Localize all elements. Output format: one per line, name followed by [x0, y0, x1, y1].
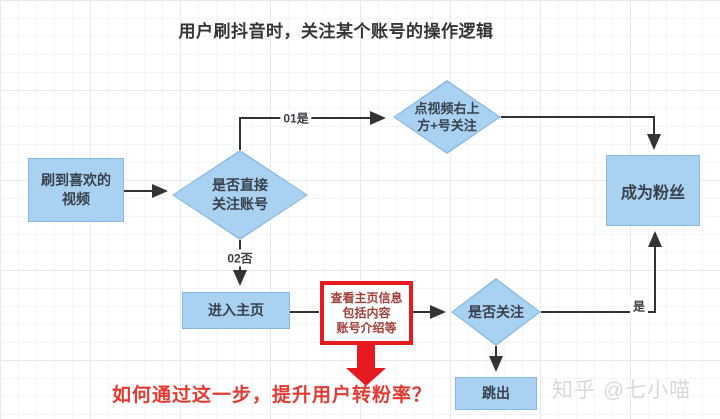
- node-enter-homepage: 进入主页: [182, 292, 290, 329]
- connector-decision1-yes-to-plusfollow: [239, 111, 386, 150]
- decision-direct-follow-line2: 关注账号: [212, 196, 268, 212]
- view-homepage-line2: 包括内容: [342, 305, 391, 320]
- action-plus-follow-line2: 方+号关注: [417, 118, 477, 133]
- view-homepage-line3: 账号介绍等: [336, 320, 397, 335]
- node-exit-label: 跳出: [482, 385, 510, 401]
- watermark-zhihu: 知乎 @七小喵: [552, 379, 692, 402]
- decision-follow-label: 是否关注: [468, 303, 524, 320]
- node-start-video: 刷到喜欢的 视频: [28, 158, 124, 222]
- node-view-homepage-info: 查看主页信息 包括内容 账号介绍等: [320, 281, 413, 345]
- node-action-plus-follow: 点视频右上 方+号关注: [393, 80, 501, 154]
- diagram-title: 用户刷抖音时，关注某个账号的操作逻辑: [178, 22, 494, 41]
- node-start-video-line1: 刷到喜欢的: [41, 172, 111, 188]
- node-exit: 跳出: [455, 377, 537, 410]
- decision-direct-follow-line1: 是否直接: [212, 177, 268, 193]
- view-homepage-line1: 查看主页信息: [330, 290, 403, 305]
- node-become-fan-label: 成为粉丝: [620, 184, 685, 202]
- annotation-question: 如何通过这一步，提升用户转粉率？: [112, 385, 433, 406]
- action-plus-follow-line1: 点视频右上: [414, 101, 480, 116]
- edge-label-yes2: 是: [629, 297, 649, 315]
- connector-decision2-yes-to-becomefan: [541, 231, 662, 313]
- highlight-down-arrow: [346, 345, 386, 386]
- node-decision-direct-follow: 是否直接 关注账号: [172, 150, 308, 240]
- connector-plusfollow-to-becomefan: [501, 116, 661, 150]
- edge-label-yes1: 01是: [280, 109, 312, 127]
- node-start-video-line2: 视频: [62, 191, 90, 207]
- node-decision-follow: 是否关注: [451, 278, 541, 346]
- node-become-fan: 成为粉丝: [606, 155, 700, 226]
- edge-label-no2: 02否: [224, 249, 256, 267]
- node-enter-homepage-label: 进入主页: [208, 302, 264, 318]
